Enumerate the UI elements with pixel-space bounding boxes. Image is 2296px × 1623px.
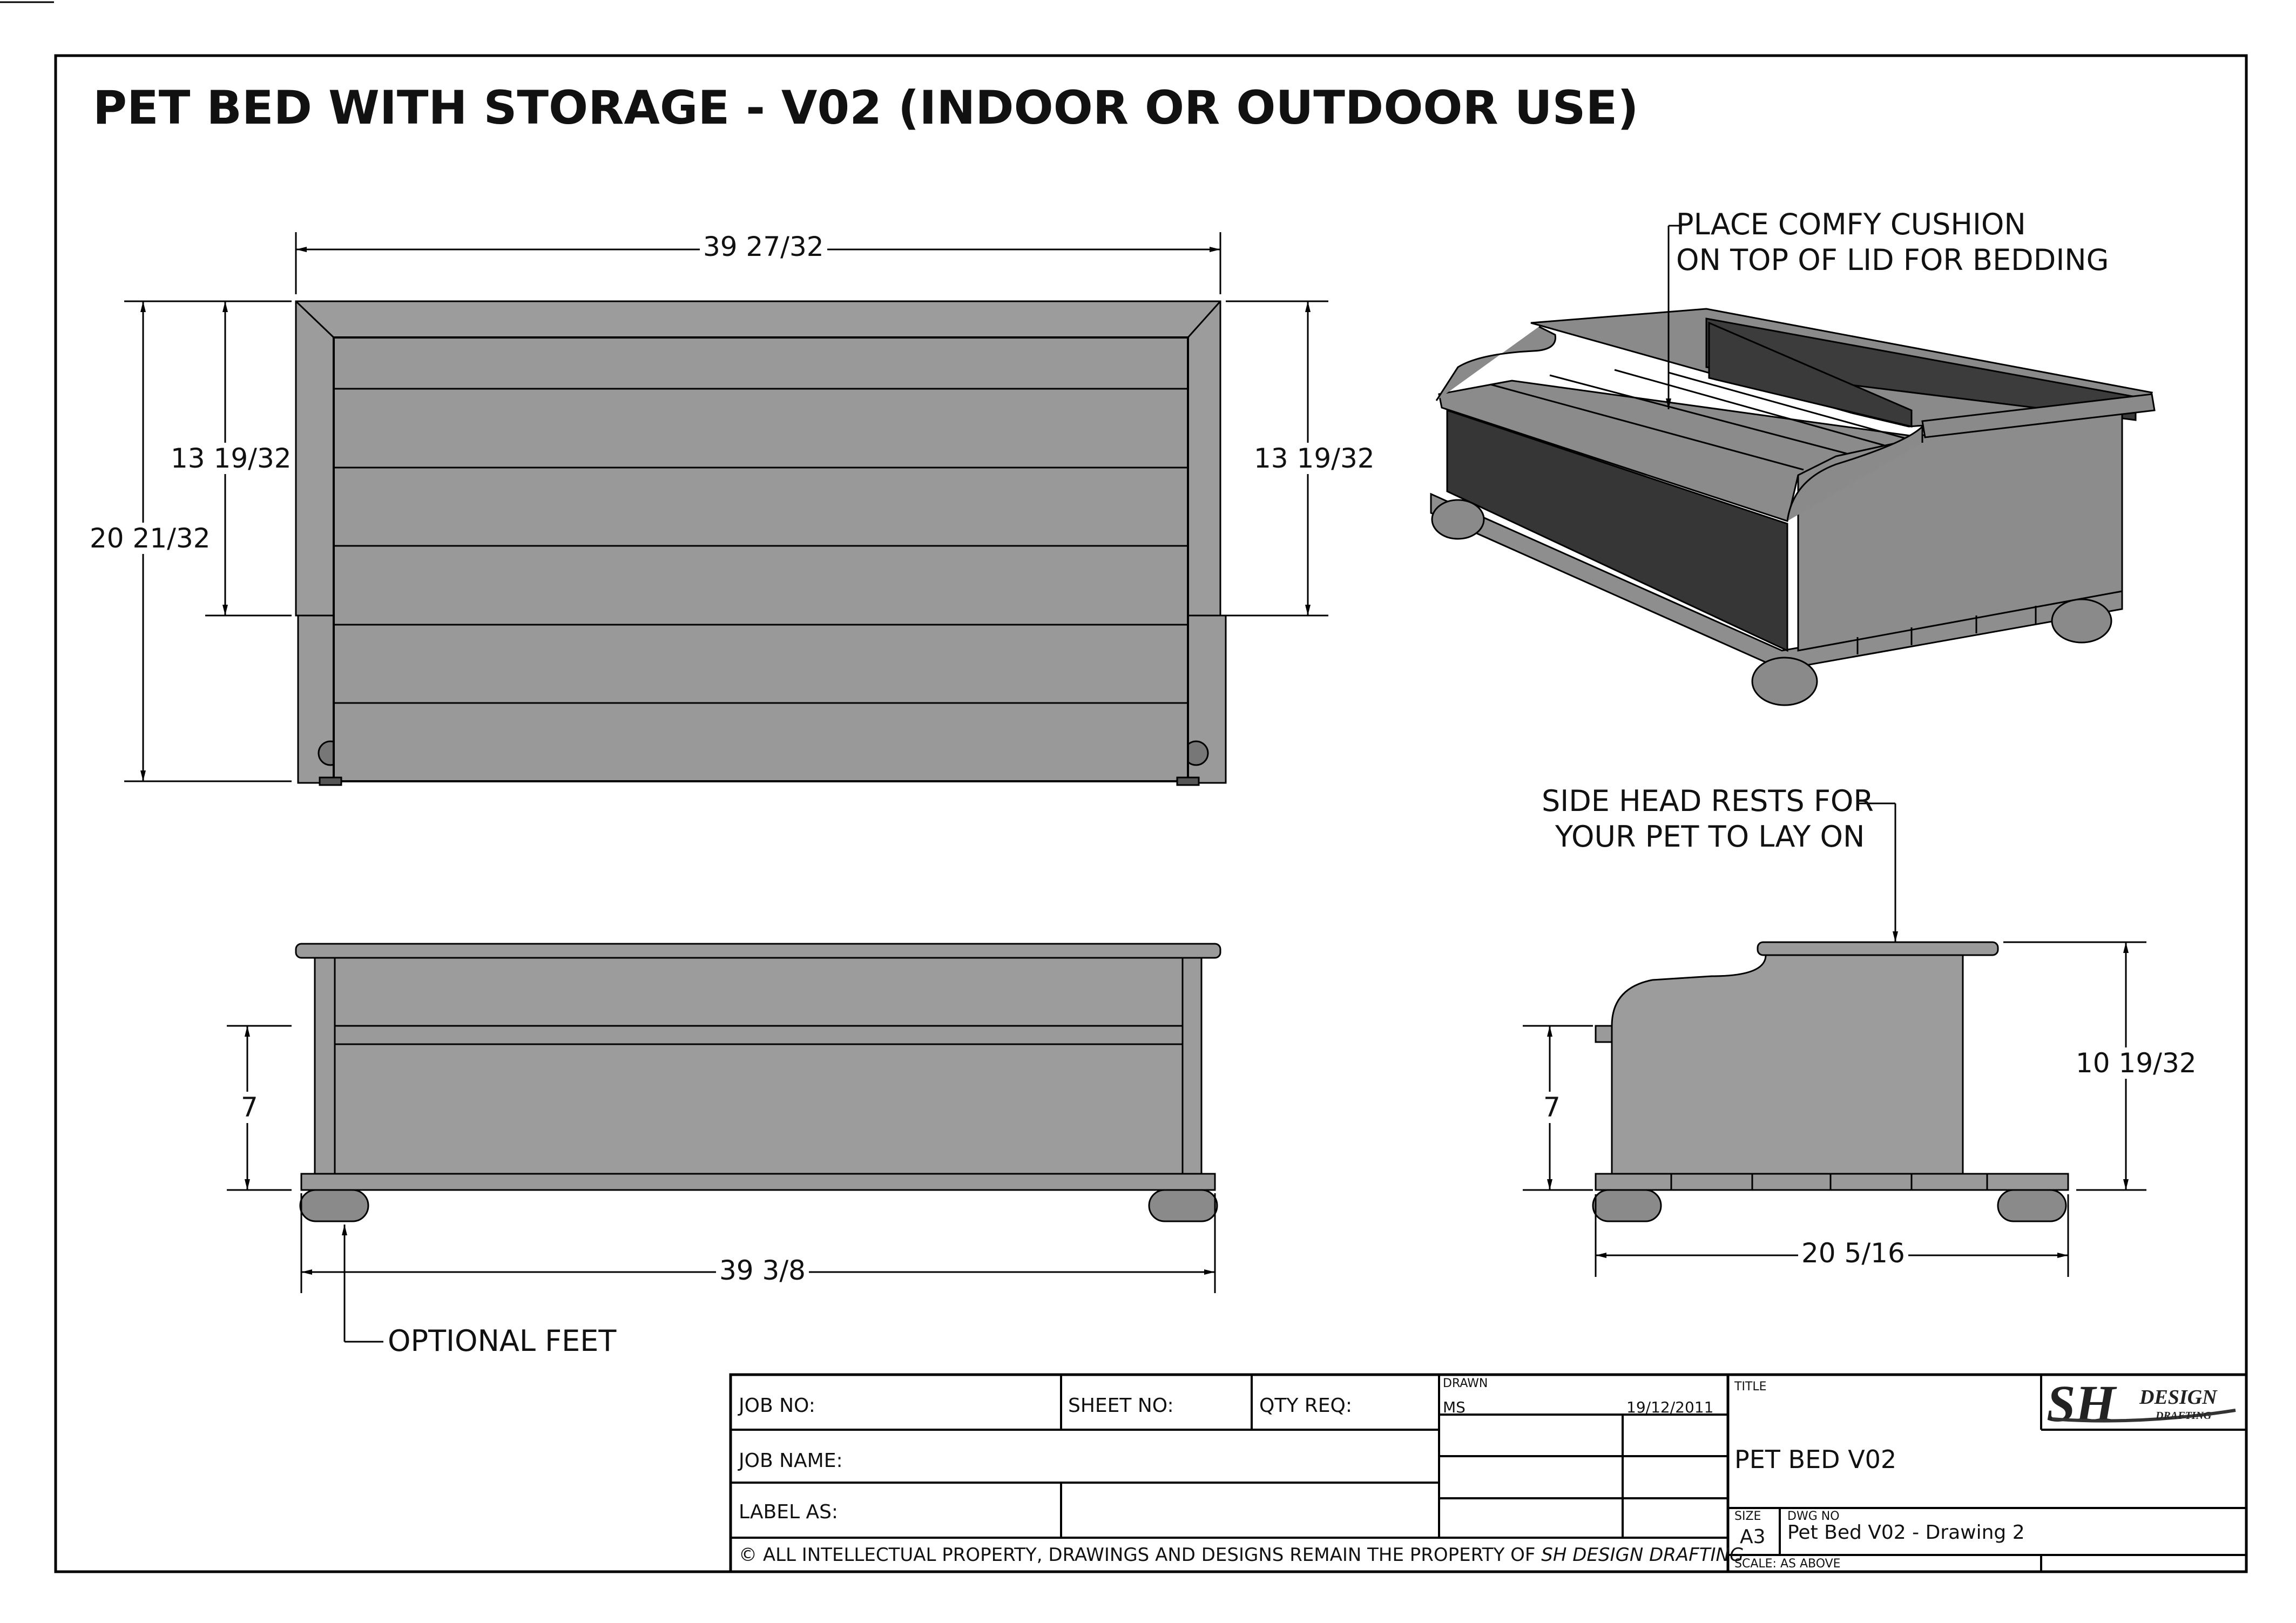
size-label: SIZE [1734, 1510, 1761, 1523]
iso-note-line2: ON TOP OF LID FOR BEDDING [1676, 243, 2109, 277]
logo-word2: DRAFTING [2155, 1410, 2212, 1422]
side-view [1592, 941, 2069, 1222]
dwg-no-value: Pet Bed V02 - Drawing 2 [1787, 1521, 2025, 1544]
optional-feet-note: OPTIONAL FEET [388, 1324, 617, 1358]
title-value: PET BED V02 [1734, 1445, 1897, 1474]
drawn-label: DRAWN [1443, 1377, 1488, 1390]
title-block-grid [729, 1373, 2248, 1573]
dwg-no-label: DWG NO [1787, 1510, 1840, 1523]
scale-label: SCALE: AS ABOVE [1734, 1557, 1841, 1571]
logo-word1: DESIGN [2139, 1386, 2218, 1409]
title-label: TITLE [1734, 1380, 1767, 1394]
job-no-label: JOB NO: [739, 1395, 815, 1417]
iso-view [1430, 308, 2156, 706]
copyright-owner: SH DESIGN DRAFTING [1541, 1544, 1744, 1566]
dim-side-height-right: 10 19/32 [2072, 1047, 2200, 1079]
iso-note-line1: PLACE COMFY CUSHION [1676, 207, 2026, 241]
logo-letters: SH [2047, 1375, 2117, 1432]
drawn-value: MS [1443, 1398, 1466, 1416]
drawing-title: PET BED WITH STORAGE - V02 (INDOOR OR OU… [93, 81, 1639, 135]
copyright-symbol: © [739, 1544, 757, 1566]
label-as-label: LABEL AS: [739, 1501, 839, 1523]
sh-design-logo: SH DESIGN DRAFTING [2047, 1375, 2236, 1432]
qty-req-label: QTY REQ: [1259, 1395, 1352, 1417]
front-view [295, 300, 1227, 786]
side-note-line2: YOUR PET TO LAY ON [1555, 820, 1865, 854]
sheet-no-label: SHEET NO: [1068, 1395, 1174, 1417]
copyright-text: ALL INTELLECTUAL PROPERTY, DRAWINGS AND … [762, 1544, 1536, 1566]
dim-front-width: 39 27/32 [700, 231, 827, 262]
dim-front-height-right: 13 19/32 [1251, 443, 1378, 474]
dim-front-height-outer: 20 21/32 [86, 523, 214, 554]
drawn-date: 19/12/2011 [1626, 1398, 1714, 1416]
size-value: A3 [1740, 1526, 1766, 1548]
copyright-line: © ALL INTELLECTUAL PROPERTY, DRAWINGS AN… [739, 1544, 1744, 1566]
sheet-border [54, 54, 2248, 1573]
dim-front-height-inner: 13 19/32 [167, 443, 295, 474]
bottom-front-view [295, 943, 1221, 1222]
job-name-label: JOB NAME: [739, 1450, 843, 1472]
side-note-line1: SIDE HEAD RESTS FOR [1542, 784, 1874, 818]
iso-note-leader [1666, 225, 1682, 409]
dim-side-width: 20 5/16 [1798, 1237, 1908, 1269]
dim-bottom-front-height: 7 [238, 1092, 261, 1123]
dim-side-height-left: 7 [1540, 1092, 1564, 1123]
dim-bottom-front-width: 39 3/8 [716, 1255, 809, 1286]
